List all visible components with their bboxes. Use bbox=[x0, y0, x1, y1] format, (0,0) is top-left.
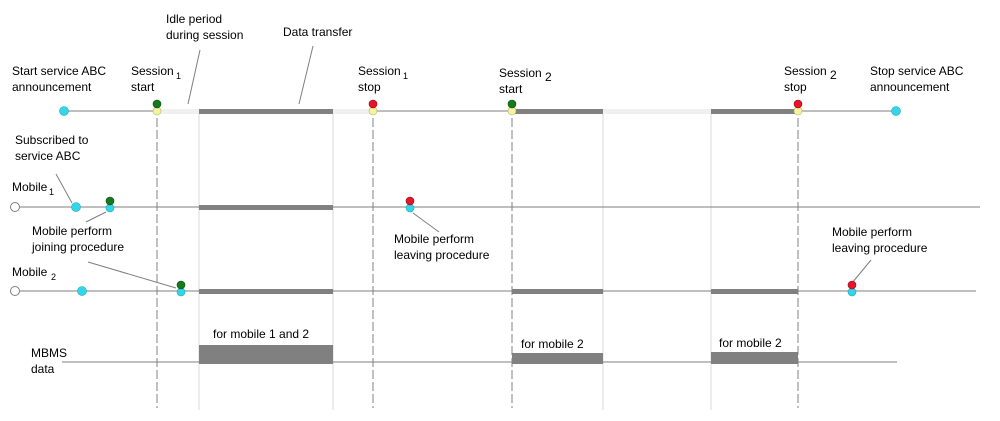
data-block-mobile-2-a bbox=[512, 353, 603, 364]
leave1-label-l1: Mobile perform bbox=[394, 232, 474, 246]
session1-stop-subscript: 1 bbox=[403, 71, 408, 81]
service-announcement-stop-marker bbox=[891, 106, 901, 116]
leave1-label-l2: leaving procedure bbox=[394, 248, 490, 262]
mobile1-subscribed-marker bbox=[71, 202, 81, 212]
mobile1-timeline bbox=[20, 205, 980, 210]
session1-start-label-l1: Session bbox=[131, 64, 174, 78]
data-block2-label: for mobile 2 bbox=[521, 337, 584, 351]
mbms-data-timeline bbox=[62, 345, 897, 364]
mbms-label-l1: MBMS bbox=[31, 346, 67, 360]
data-block-mobile-1-and-2 bbox=[199, 345, 333, 364]
session2-stop-label-l1: Session bbox=[784, 64, 827, 78]
join-label-l1: Mobile perform bbox=[32, 224, 112, 238]
session2-start-green-marker bbox=[507, 99, 517, 109]
session2-start-subscript: 2 bbox=[545, 70, 552, 84]
mobile1-label: Mobile bbox=[12, 180, 48, 194]
session2-stop-red-marker bbox=[793, 99, 803, 109]
data-block-mobile-2-b bbox=[711, 352, 798, 364]
session2-stop-label-l2: stop bbox=[784, 80, 807, 94]
service-announcement-start-marker bbox=[59, 106, 69, 116]
session1-stop-label-l2: stop bbox=[358, 80, 381, 94]
data-transfer-label: Data transfer bbox=[283, 25, 352, 39]
mobile2-origin-marker bbox=[10, 286, 20, 296]
session1-start-subscript: 1 bbox=[176, 71, 181, 81]
subscribed-label-l2: service ABC bbox=[15, 149, 81, 163]
session2-start-label-l1: Session bbox=[499, 66, 542, 80]
mobile1-subscript: 1 bbox=[49, 187, 54, 197]
service-timeline bbox=[64, 109, 897, 114]
session1-start-label-l2: start bbox=[131, 80, 155, 94]
session1-stop-red-marker bbox=[368, 99, 378, 109]
mobile2-timeline bbox=[20, 289, 976, 294]
session2-start-label-l2: start bbox=[499, 82, 523, 96]
data-block3-label: for mobile 2 bbox=[719, 336, 782, 350]
mobile2-subscript: 2 bbox=[51, 272, 56, 282]
event-markers bbox=[10, 99, 901, 297]
mobile1-origin-marker bbox=[10, 202, 20, 212]
diagram-labels: Start service ABC announcement Session 1… bbox=[12, 12, 964, 376]
data-block1-label: for mobile 1 and 2 bbox=[213, 327, 309, 341]
idle-period-label-l1: Idle period bbox=[166, 12, 222, 26]
session2-stop-subscript: 2 bbox=[830, 68, 837, 82]
mobile2-subscribed-marker bbox=[77, 286, 87, 296]
leave2-label-l2: leaving procedure bbox=[832, 241, 928, 255]
session-boundary-guides bbox=[156, 118, 799, 408]
mobile2-leave-red-marker bbox=[847, 280, 857, 290]
mobile2-join-green-marker bbox=[176, 280, 186, 290]
session1-start-green-marker bbox=[152, 99, 162, 109]
mobile1-join-green-marker bbox=[105, 196, 115, 206]
idle-period-label-l2: during session bbox=[166, 28, 243, 42]
announce-stop-label-l2: announcement bbox=[870, 80, 950, 94]
mobile2-label: Mobile bbox=[12, 265, 48, 279]
announce-start-label-l2: announcement bbox=[12, 80, 92, 94]
announce-stop-label-l1: Stop service ABC bbox=[870, 64, 964, 78]
subscribed-label-l1: Subscribed to bbox=[15, 133, 89, 147]
leave2-label-l1: Mobile perform bbox=[832, 225, 912, 239]
mbms-label-l2: data bbox=[31, 362, 55, 376]
session1-stop-label-l1: Session bbox=[358, 64, 401, 78]
callout-pointers bbox=[55, 45, 872, 289]
join-label-l2: joining procedure bbox=[31, 240, 124, 254]
mobile1-leave-red-marker bbox=[405, 196, 415, 206]
announce-start-label-l1: Start service ABC bbox=[12, 64, 106, 78]
